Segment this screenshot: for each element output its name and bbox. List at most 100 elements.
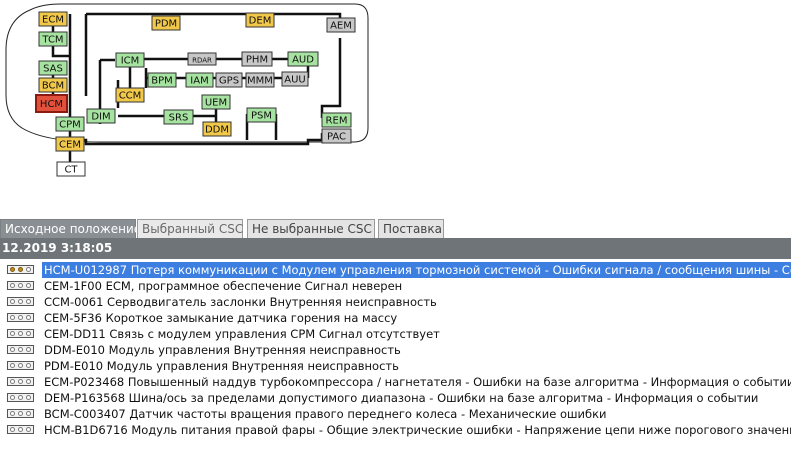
module-box <box>321 112 352 128</box>
led-icon <box>10 267 15 272</box>
status-bar: 12.2019 3:18:05 <box>0 238 791 259</box>
dtc-text: PDM-E010 Модуль управления Внутренняя не… <box>44 359 399 373</box>
module-box <box>215 72 243 88</box>
module-uem[interactable]: UEM <box>201 94 231 110</box>
tab-unselected-csc[interactable]: Не выбранные CSC <box>247 219 375 238</box>
status-leds-icon <box>7 345 34 354</box>
dtc-row[interactable]: CEM-DD11 Связь с модулем управления CPM … <box>0 326 791 342</box>
module-box <box>147 72 177 88</box>
module-rem[interactable]: REM <box>321 112 352 128</box>
dtc-row[interactable]: ECM-P023468 Повышенный наддув турбокомпр… <box>0 374 791 390</box>
dtc-text: CCM-0061 Серводвигатель заслонки Внутрен… <box>44 295 437 309</box>
module-auu[interactable]: AUU <box>281 71 309 87</box>
status-leds-icon <box>7 393 34 402</box>
module-sas[interactable]: SAS <box>38 60 68 76</box>
module-dim[interactable]: DIM <box>86 108 116 124</box>
module-pac[interactable]: PAC <box>321 128 352 144</box>
led-icon <box>18 267 23 272</box>
dtc-row[interactable]: CCM-0061 Серводвигатель заслонки Внутрен… <box>0 294 791 310</box>
module-boxes: ECM TCM PDM DEM AEM ICM RDAR PHM AUD SAS BPM IAM GPS… <box>35 11 356 177</box>
dtc-text: DEM-P163568 Шина/ось за пределами допуст… <box>44 391 759 405</box>
led-icon <box>26 299 31 304</box>
module-bpm[interactable]: BPM <box>147 72 177 88</box>
module-box <box>55 136 85 152</box>
module-pdm[interactable]: PDM <box>151 15 181 31</box>
module-psm[interactable]: PSM <box>246 107 277 123</box>
dtc-row[interactable]: CEM-5F36 Короткое замыкание датчика горе… <box>0 310 791 326</box>
module-label: CCM <box>119 91 142 102</box>
module-box <box>321 128 352 144</box>
module-box <box>38 31 68 47</box>
module-label: UEM <box>205 98 227 109</box>
led-icon <box>18 315 23 320</box>
led-icon <box>10 283 15 288</box>
dtc-row[interactable]: CEM-1F00 ECM, программное обеспечение Си… <box>0 278 791 294</box>
module-label: REM <box>326 116 348 127</box>
dtc-row[interactable]: DEM-P163568 Шина/ось за пределами допуст… <box>0 390 791 406</box>
module-mmm[interactable]: MMM <box>245 72 275 88</box>
module-rdar[interactable]: RDAR <box>187 52 217 66</box>
module-box <box>38 11 68 27</box>
dtc-row[interactable]: BCM-C003407 Датчик частоты вращения прав… <box>0 406 791 422</box>
module-aud[interactable]: AUD <box>287 51 319 67</box>
dtc-text: CEM-1F00 ECM, программное обеспечение Си… <box>44 279 403 293</box>
led-icon <box>26 411 31 416</box>
module-box <box>56 161 86 177</box>
module-cem[interactable]: CEM <box>55 136 85 152</box>
status-datetime: 12.2019 3:18:05 <box>2 241 113 255</box>
module-phm[interactable]: PHM <box>241 51 273 67</box>
led-icon <box>26 395 31 400</box>
module-label: DEM <box>249 16 272 27</box>
led-icon <box>26 347 31 352</box>
module-label: PDM <box>155 19 177 30</box>
module-ccm[interactable]: CCM <box>115 87 145 103</box>
tab-selected-csc[interactable]: Выбранный CSC <box>137 219 243 238</box>
dtc-text: HCM-U012987 Потеря коммуникации с Модуле… <box>42 262 791 278</box>
tab-initial-state[interactable]: Исходное положение <box>0 219 141 238</box>
dtc-text: BCM-C003407 Датчик частоты вращения прав… <box>44 407 607 421</box>
module-label: PHM <box>246 55 268 66</box>
led-icon <box>18 427 23 432</box>
module-dem[interactable]: DEM <box>245 12 275 28</box>
module-box <box>55 116 85 132</box>
dtc-row[interactable]: HCM-B1D6716 Модуль питания правой фары -… <box>0 422 791 438</box>
module-ddm[interactable]: DDM <box>202 121 232 137</box>
module-cpm[interactable]: CPM <box>55 116 85 132</box>
module-box <box>187 52 217 66</box>
module-label: CT <box>64 165 78 176</box>
led-icon <box>18 283 23 288</box>
led-icon <box>26 283 31 288</box>
module-hcm[interactable]: HCM <box>35 94 68 113</box>
module-box <box>281 71 309 87</box>
module-label: PAC <box>327 132 346 143</box>
led-icon <box>26 363 31 368</box>
tab-selected-csc-label: Выбранный CSC <box>142 222 244 236</box>
module-label: SRS <box>169 113 189 124</box>
module-box <box>185 72 214 88</box>
module-label: GPS <box>219 76 239 87</box>
dtc-row[interactable]: DDM-E010 Модуль управления Внутренняя не… <box>0 342 791 358</box>
led-icon <box>18 411 23 416</box>
tab-unselected-csc-label: Не выбранные CSC <box>252 222 372 236</box>
status-leds-icon <box>7 281 34 290</box>
module-aem[interactable]: AEM <box>326 17 356 33</box>
module-ct[interactable]: CT <box>56 161 86 177</box>
module-label: HCM <box>40 99 63 110</box>
module-icm[interactable]: ICM <box>115 52 145 68</box>
network-diagram-svg: ECM TCM PDM DEM AEM ICM RDAR PHM AUD SAS BPM IAM GPS… <box>5 3 369 177</box>
tab-delivery[interactable]: Поставка <box>378 219 444 238</box>
module-tcm[interactable]: TCM <box>38 31 68 47</box>
module-ecm[interactable]: ECM <box>38 11 68 27</box>
dtc-row[interactable]: PDM-E010 Модуль управления Внутренняя не… <box>0 358 791 374</box>
module-srs[interactable]: SRS <box>163 109 194 125</box>
led-icon <box>10 379 15 384</box>
led-icon <box>26 267 31 272</box>
module-gps[interactable]: GPS <box>215 72 243 88</box>
led-icon <box>10 299 15 304</box>
dtc-text: ECM-P023468 Повышенный наддув турбокомпр… <box>44 375 791 389</box>
network-diagram: ECM TCM PDM DEM AEM ICM RDAR PHM AUD SAS BPM IAM GPS… <box>0 0 791 180</box>
module-iam[interactable]: IAM <box>185 72 214 88</box>
module-box <box>202 121 232 137</box>
module-bcm[interactable]: BCM <box>38 77 68 93</box>
dtc-row[interactable]: HCM-U012987 Потеря коммуникации с Модуле… <box>0 262 791 278</box>
